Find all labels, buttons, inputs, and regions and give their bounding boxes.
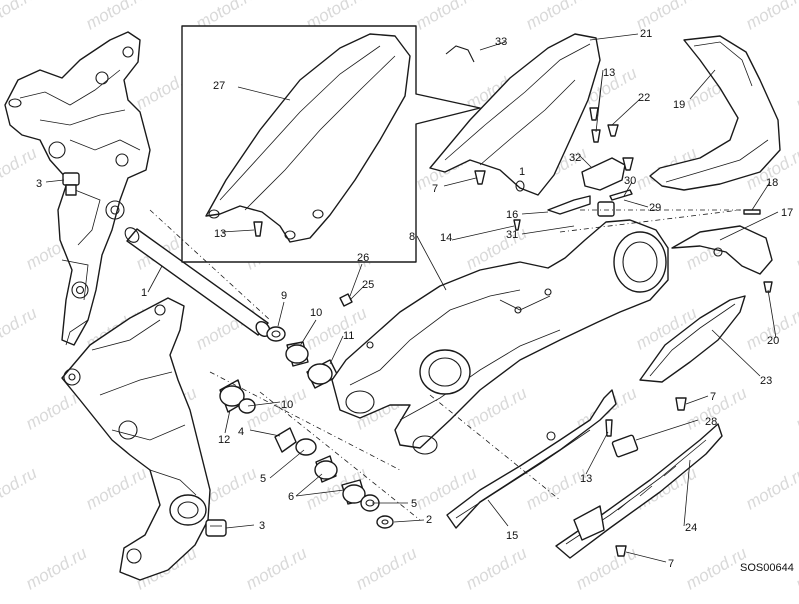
callout-label: 19: [673, 99, 685, 111]
watermark-text: motod.ru: [573, 543, 641, 593]
watermark-text: motod.ru: [793, 63, 799, 113]
watermark-text: motod.ru: [23, 543, 91, 593]
callout-label: 14: [440, 232, 452, 244]
callout-label: 31: [506, 229, 518, 241]
callout-label: 29: [649, 202, 661, 214]
callout-label: 13: [580, 473, 592, 485]
watermark-text: motod.ru: [353, 543, 421, 593]
callout-label: 13: [214, 228, 226, 240]
watermark-text: motod.ru: [0, 463, 41, 513]
hugger-panel: [650, 36, 780, 190]
watermark-text: motod.ru: [0, 0, 41, 33]
watermark-text: motod.ru: [83, 0, 151, 33]
callout-label: 13: [603, 67, 615, 79]
callout-label: 16: [506, 209, 518, 221]
callout-label: 22: [638, 92, 650, 104]
callout-label: 18: [766, 177, 778, 189]
callout-label: 1: [519, 166, 525, 178]
pivot-bolt-upper: [63, 173, 79, 195]
callout-label: 3: [259, 520, 265, 532]
callout-label: 7: [668, 558, 674, 570]
callout-label: 9: [281, 290, 287, 302]
callout-label: 17: [781, 207, 793, 219]
watermark-text: motod.ru: [743, 463, 799, 513]
callout-label: 7: [710, 391, 716, 403]
callout-label: 10: [281, 399, 293, 411]
callout-label: 12: [218, 434, 230, 446]
callout-label: 26: [357, 252, 369, 264]
pivot-bolt-lower: [206, 520, 226, 536]
callout-label: 24: [685, 522, 697, 534]
callout-label: 5: [260, 473, 266, 485]
callout-label: 3: [36, 178, 42, 190]
watermark-text: motod.ru: [523, 0, 591, 33]
callout-label: 20: [767, 335, 779, 347]
reference-code: SOS00644: [740, 562, 794, 574]
chain-slider: [556, 424, 722, 558]
callout-label: 28: [705, 416, 717, 428]
callout-label: 2: [426, 514, 432, 526]
watermark-text: motod.ru: [0, 143, 41, 193]
callout-label: 5: [411, 498, 417, 510]
callout-label: 32: [569, 152, 581, 164]
callout-label: 7: [432, 183, 438, 195]
watermark-text: motod.ru: [0, 303, 41, 353]
callout-label: 10: [310, 307, 322, 319]
callout-label: 33: [495, 36, 507, 48]
watermark-text: motod.ru: [523, 463, 591, 513]
watermark-text: motod.ru: [793, 383, 799, 433]
watermark-text: motod.ru: [793, 223, 799, 273]
watermark-text: motod.ru: [413, 0, 481, 33]
callout-label: 1: [141, 287, 147, 299]
callout-label: 27: [213, 80, 225, 92]
callout-label: 11: [343, 330, 354, 342]
frame-upper-left: [5, 32, 150, 345]
inset-box: [182, 26, 480, 262]
watermark-text: motod.ru: [83, 463, 151, 513]
callout-label: 30: [624, 175, 636, 187]
callout-label: 15: [506, 530, 518, 542]
callout-label: 4: [238, 426, 244, 438]
callout-label: 21: [640, 28, 652, 40]
callout-label: 6: [288, 491, 294, 503]
watermark-text: motod.ru: [743, 0, 799, 33]
callout-label: 23: [760, 375, 772, 387]
watermark-text: motod.ru: [463, 543, 531, 593]
guard-right: [672, 226, 772, 274]
callout-label: 25: [362, 279, 374, 291]
watermark-text: motod.ru: [243, 543, 311, 593]
callout-label: 8: [409, 231, 415, 243]
